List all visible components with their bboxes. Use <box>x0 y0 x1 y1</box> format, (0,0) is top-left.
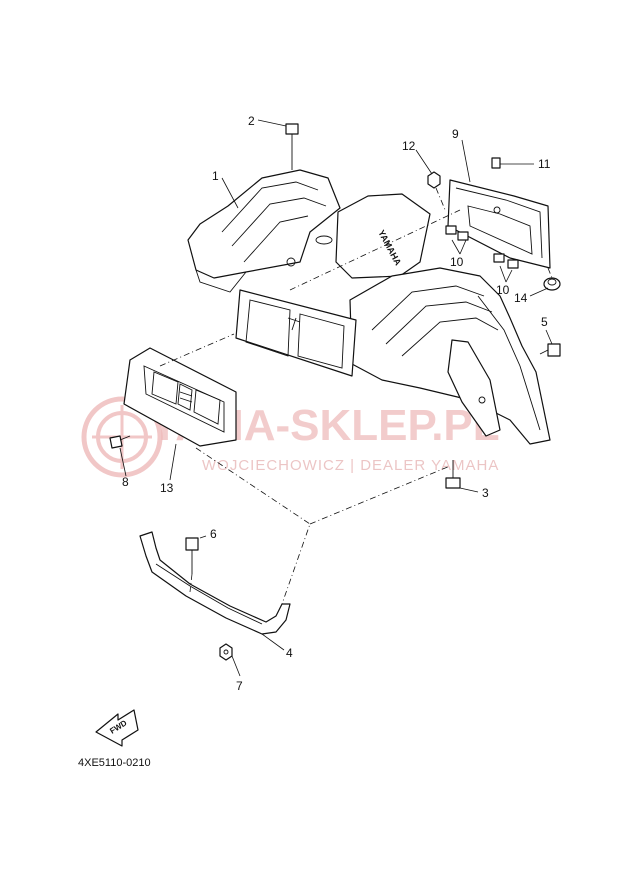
callout-4: 4 <box>286 646 293 660</box>
part-8-screw <box>109 435 131 449</box>
callout-14: 14 <box>514 291 528 305</box>
diagram-part-code: 4XE5110-0210 <box>78 757 151 769</box>
part-13-headlight-bezel <box>123 347 237 447</box>
part-11-clip <box>491 157 501 169</box>
callout-10-right: 10 <box>496 283 510 297</box>
part-5-bolt <box>539 343 561 357</box>
alignment-lines <box>159 187 553 605</box>
callouts: 1 2 3 4 5 6 7 8 9 10 10 11 12 13 14 <box>122 114 551 693</box>
headlight-housing <box>235 289 357 377</box>
front-fender: YAMAHA <box>187 169 551 445</box>
callout-13: 13 <box>160 481 174 495</box>
part-2-bolt <box>285 123 299 170</box>
part-10-blocks-right <box>493 253 519 269</box>
part-7-nut <box>219 643 233 661</box>
callout-11: 11 <box>538 157 551 171</box>
callout-12: 12 <box>402 139 416 153</box>
part-10-blocks-left <box>445 225 469 241</box>
fwd-arrow-icon: FWD <box>95 709 139 747</box>
watermark-sub-text: WOJCIECHOWICZ | DEALER YAMAHA <box>202 457 499 474</box>
callout-7: 7 <box>236 679 243 693</box>
callout-10-left: 10 <box>450 255 464 269</box>
leader-lines <box>119 119 553 677</box>
part-14-grommet <box>543 277 561 291</box>
part-12-nut <box>427 171 441 189</box>
callout-5: 5 <box>541 315 548 329</box>
callout-1: 1 <box>212 169 219 183</box>
part-6-bolt <box>185 537 199 574</box>
callout-3: 3 <box>482 486 489 500</box>
part-4-bracket <box>139 531 291 635</box>
callout-6: 6 <box>210 527 217 541</box>
callout-8: 8 <box>122 475 129 489</box>
part-9-light-box <box>447 179 551 269</box>
callout-9: 9 <box>452 127 459 141</box>
watermark-logo <box>81 396 163 478</box>
part-3-bolt <box>445 460 461 489</box>
callout-2: 2 <box>248 114 255 128</box>
